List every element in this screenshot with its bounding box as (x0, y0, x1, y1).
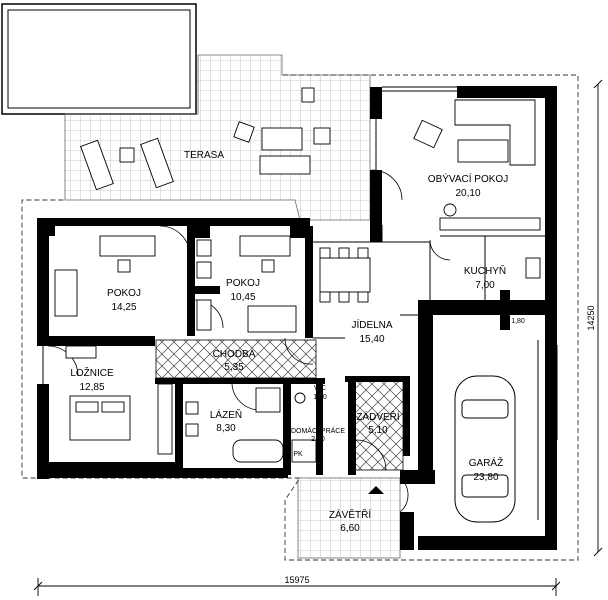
room-label-zavetri: ZÁVĚTŘÍ (329, 508, 371, 521)
room-area-kuchyn: 7,00 (475, 280, 495, 291)
room-label-kuchyn: KUCHYŇ (464, 264, 506, 277)
terrace-furniture (80, 87, 331, 191)
pool (1, 3, 197, 115)
room-label-wc: WC (314, 385, 326, 392)
vestibule-floor (354, 379, 404, 471)
room-area-pradelna: 2,70 (311, 436, 325, 443)
room-label-obyvaci: OBÝVACÍ POKOJ (428, 172, 508, 185)
width-dimension: 15975 (284, 575, 309, 585)
room-area-obyvaci: 20,10 (455, 188, 480, 199)
room-area-zavetri: 6,60 (340, 523, 360, 534)
pk-label: PK (293, 451, 303, 458)
room-area-jidelna: 15,40 (359, 334, 384, 345)
exterior-walls (37, 86, 557, 550)
thin-lines (42, 86, 558, 440)
room-area-wc: 1,60 (313, 394, 327, 401)
room-label-jidelna: JÍDELNA (351, 318, 392, 331)
roof-outline (21, 74, 579, 561)
room-label-spiz: SPÍŽ (510, 307, 526, 316)
room-area-chodba: 5,35 (224, 362, 244, 373)
room-furniture (54, 235, 371, 463)
height-dimension: 14250 (586, 305, 596, 330)
room-label-pokoj1: POKOJ (107, 288, 141, 299)
room-label-pokoj2: POKOJ (226, 278, 260, 289)
room-area-pokoj2: 10,45 (230, 292, 255, 303)
living-furniture (413, 99, 541, 279)
room-label-terasa: TERASA (184, 150, 224, 161)
room-label-koupelna: LÁZEŇ (210, 408, 242, 421)
entrance-paving (297, 477, 401, 559)
dimension-lines (33, 79, 603, 596)
room-area-loznice: 12,85 (79, 382, 104, 393)
room-area-garaz: 23,80 (473, 472, 498, 483)
room-area-pokoj1: 14,25 (111, 302, 136, 313)
room-label-chodba: CHODBA (213, 349, 256, 360)
room-labels: TERASA OBÝVACÍ POKOJ 20,10 POKOJ 14,25 P… (70, 150, 526, 534)
room-area-zadveri: 5,10 (368, 425, 388, 436)
room-label-zadveri: ZÁDVEŘÍ (356, 410, 400, 423)
room-label-loznice: LOŽNICE (70, 366, 114, 379)
room-label-pradelna: DOMÁCÍ PRÁCE (291, 426, 345, 435)
entrance-arrow (368, 486, 384, 494)
car (454, 340, 539, 523)
corridor-floor (155, 339, 317, 379)
room-area-spiz: 1,80 (511, 318, 525, 325)
room-label-garaz: GARÁŽ (469, 456, 503, 469)
room-area-koupelna: 8,30 (216, 423, 236, 434)
